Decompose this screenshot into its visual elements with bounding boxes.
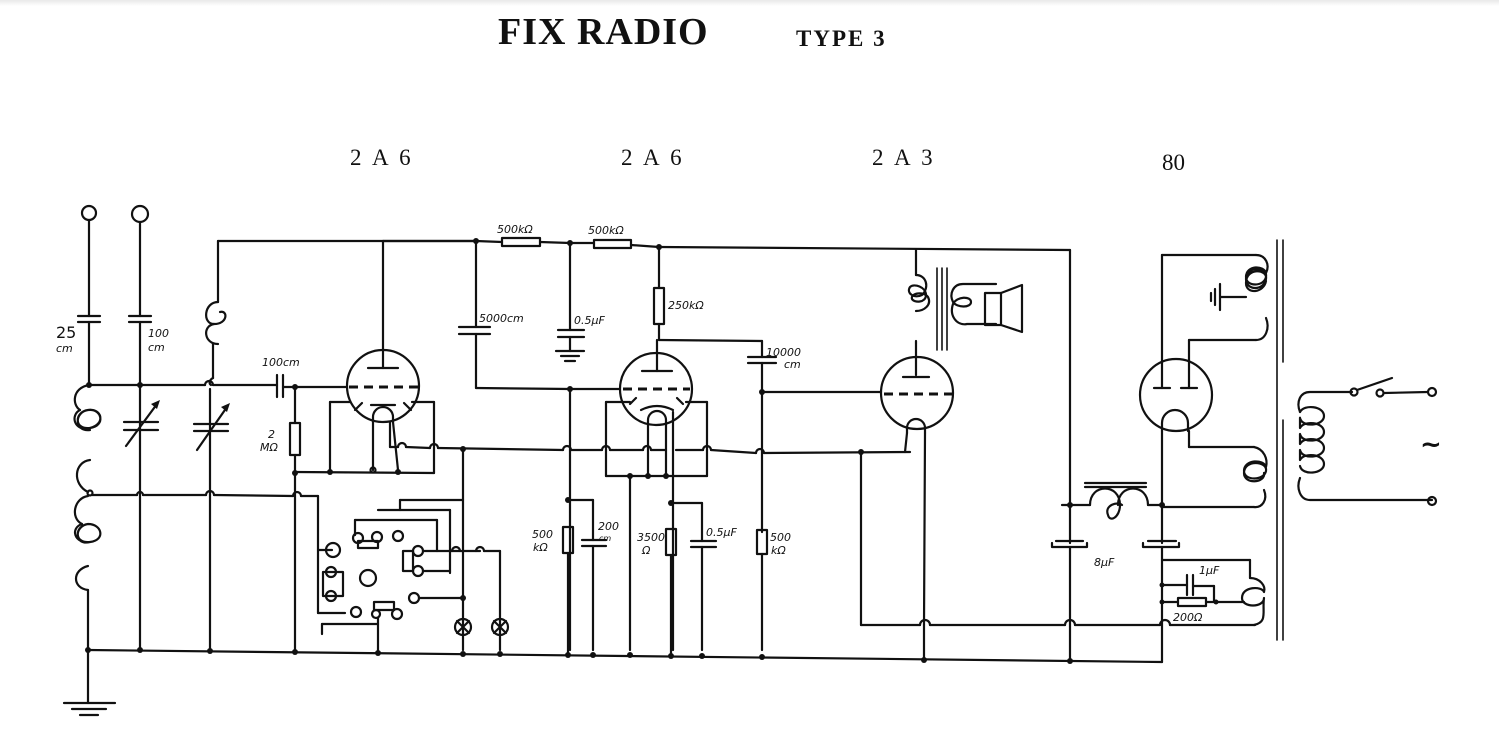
c-200-unit: cm bbox=[599, 534, 611, 543]
variable-capacitor-2 bbox=[192, 387, 230, 652]
c-ant1-unit: cm bbox=[56, 342, 73, 355]
c-10000-label: 10000 bbox=[766, 346, 801, 359]
top-edge-shadow bbox=[0, 0, 1499, 6]
pilot-lamp-1 bbox=[453, 617, 473, 637]
primary-winding bbox=[1297, 390, 1434, 502]
c-ant1-label: 25 bbox=[56, 323, 76, 342]
hv-secondary-winding bbox=[1209, 253, 1269, 342]
tube-80-rectifier bbox=[1138, 253, 1214, 507]
mains-switch bbox=[1349, 376, 1430, 398]
diagram-title: FIX RADIO bbox=[498, 11, 709, 53]
r-500b-label: 500 bbox=[770, 531, 791, 544]
c-5000-label: 5000cm bbox=[479, 312, 524, 325]
grid-leak-resistor bbox=[288, 385, 302, 652]
c-8-label: 8μF bbox=[1094, 556, 1115, 569]
r-500a-unit: kΩ bbox=[533, 541, 548, 554]
r-3500-unit: Ω bbox=[641, 544, 651, 557]
r-250-label: 250kΩ bbox=[668, 299, 704, 312]
filter-choke bbox=[1083, 481, 1164, 520]
plate-resistor-250k bbox=[652, 245, 666, 342]
tube-filament-winding bbox=[1240, 576, 1266, 627]
c-1-label: 1μF bbox=[1199, 564, 1220, 577]
tube-label-80-rectifier: 80 bbox=[1162, 150, 1185, 175]
c-200-label: 200 bbox=[598, 520, 619, 533]
tube-2a6-amplifier bbox=[618, 338, 694, 652]
tube-2a6-detector bbox=[345, 239, 421, 472]
filter-resistor-1 bbox=[474, 236, 572, 248]
c-05a-label: 0.5μF bbox=[574, 314, 605, 327]
earth-ground-icon bbox=[62, 648, 117, 717]
ac-mains-symbol: ~ bbox=[1420, 430, 1442, 460]
waveband-switch bbox=[316, 447, 502, 652]
r-grid-label: 2 bbox=[268, 428, 275, 441]
r-filter1-label: 500kΩ bbox=[497, 223, 533, 236]
c-10000-unit: cm bbox=[784, 358, 801, 371]
ground-bus bbox=[85, 647, 1164, 664]
pilot-lamp-2 bbox=[490, 617, 510, 637]
variable-capacitor-1 bbox=[122, 400, 160, 448]
capacitor-05uf-decoupling bbox=[554, 241, 586, 363]
tube-2a3-output bbox=[879, 341, 955, 627]
r-grid-unit: MΩ bbox=[260, 441, 278, 454]
antenna-coil bbox=[73, 383, 102, 494]
coupling-capacitor-10000cm bbox=[746, 339, 778, 534]
tube-label-2a3-output: 2 A 3 bbox=[872, 145, 936, 170]
grid-capacitor bbox=[275, 373, 348, 399]
cathode-capacitor-05uf bbox=[689, 501, 718, 652]
mains-terminal-1 bbox=[1426, 386, 1438, 398]
resistor-500k-2 bbox=[755, 528, 769, 652]
reaction-coil bbox=[73, 494, 102, 652]
tube-label-2a6-amplifier: 2 A 6 bbox=[621, 145, 685, 170]
c-grid-label: 100cm bbox=[262, 356, 300, 369]
loudspeaker-icon bbox=[983, 283, 1024, 334]
filter-resistor-2 bbox=[568, 238, 661, 250]
resistor-500k-1 bbox=[561, 497, 575, 555]
r-3500-label: 3500 bbox=[637, 531, 665, 544]
output-transformer bbox=[907, 248, 998, 351]
capacitor-1uf bbox=[1160, 573, 1216, 603]
cathode-resistor-3500 bbox=[664, 500, 678, 557]
r-200-label: 200Ω bbox=[1173, 611, 1203, 624]
antenna-terminal-2 bbox=[127, 204, 153, 652]
hum-resistor-200ohm bbox=[1160, 596, 1246, 608]
rf-choke bbox=[205, 239, 478, 387]
c-ant2-label: 100 bbox=[148, 327, 169, 340]
c-ant2-unit: cm bbox=[148, 341, 165, 354]
filter-capacitor-8uf-1 bbox=[1050, 503, 1089, 664]
capacitor-200cm bbox=[580, 498, 608, 652]
antenna-terminal-1 bbox=[76, 204, 102, 387]
r-500b-unit: kΩ bbox=[771, 544, 786, 557]
capacitor-5000cm bbox=[457, 239, 621, 391]
power-transformer-core bbox=[1276, 239, 1284, 641]
tube-label-2a6-detector: 2 A 6 bbox=[350, 145, 414, 170]
r-500a-label: 500 bbox=[532, 528, 553, 541]
rectifier-filament-winding bbox=[1242, 445, 1268, 509]
c-05b-label: 0.5μF bbox=[706, 526, 737, 539]
r-filter2-label: 500kΩ bbox=[588, 224, 624, 237]
diagram-subtitle: TYPE 3 bbox=[796, 26, 887, 51]
mains-terminal-2 bbox=[1426, 495, 1438, 507]
